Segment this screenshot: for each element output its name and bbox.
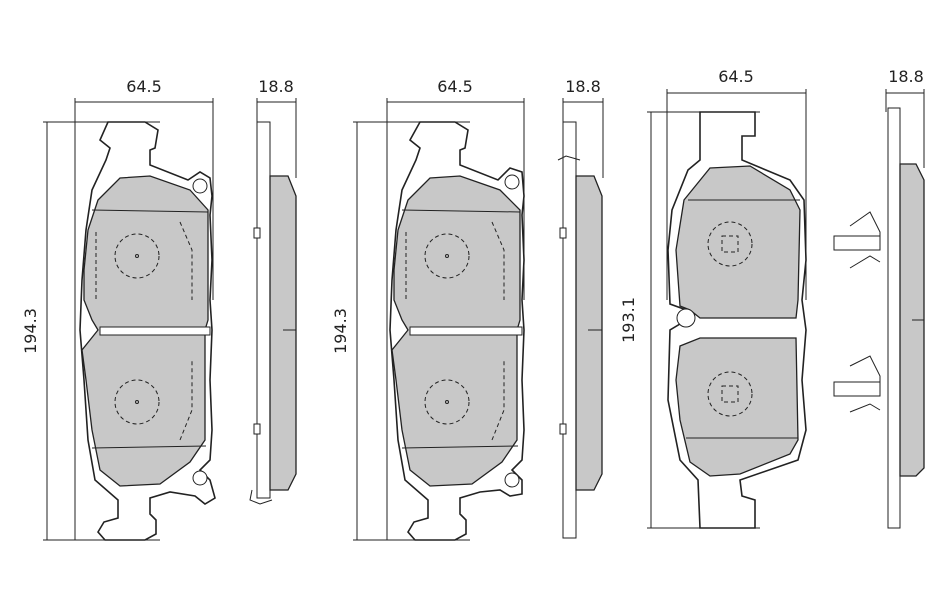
pad-b-thickness-label: 18.8 [565, 77, 601, 96]
pad-a-side-view: 18.8 [249, 77, 297, 505]
pad-c-height-label: 193.1 [619, 297, 638, 343]
pad-b-front-view: 64.5 194.3 [331, 77, 525, 541]
pad-a-front-view: 64.5 194.3 [21, 77, 216, 541]
pad-c-side-view: 18.8 [833, 67, 925, 529]
pad-a-height-label: 194.3 [21, 308, 40, 354]
pad-a-width-label: 64.5 [126, 77, 162, 96]
pad-c-width-label: 64.5 [718, 67, 754, 86]
pad-c-thickness-label: 18.8 [888, 67, 924, 86]
pad-b-height-label: 194.3 [331, 308, 350, 354]
pad-a-thickness-label: 18.8 [258, 77, 294, 96]
pad-b-side-view: 18.8 [557, 77, 604, 539]
pad-b-width-label: 64.5 [437, 77, 473, 96]
pad-c-front-view: 64.5 193.1 [619, 67, 807, 529]
